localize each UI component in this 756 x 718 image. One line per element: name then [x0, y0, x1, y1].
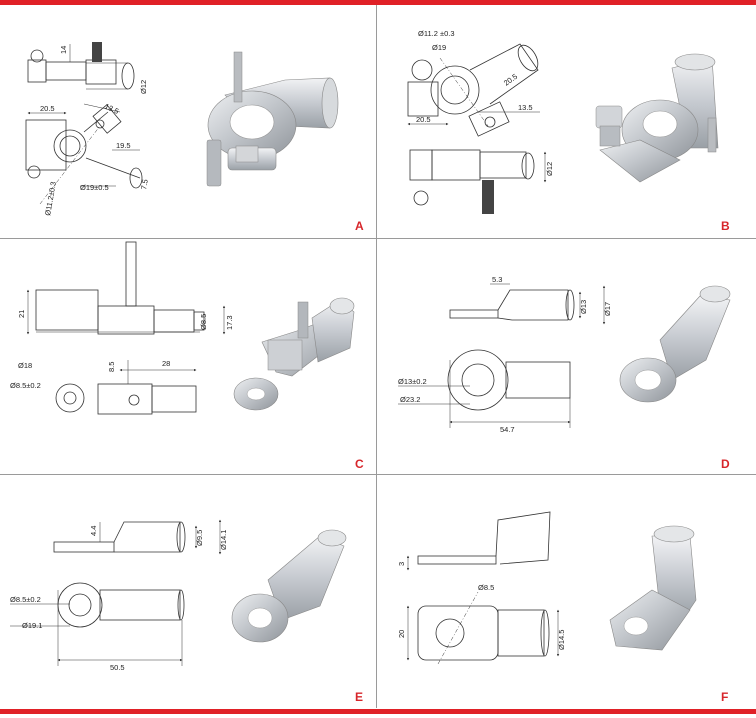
dim-a-3: 20.5	[40, 104, 55, 113]
dim-d-6: 54.7	[500, 425, 515, 434]
panel-c-drawing	[26, 241, 226, 415]
panel-f-drawing	[406, 511, 560, 665]
panel-c-letter: C	[355, 457, 364, 471]
dim-e-2: Ø9.5	[195, 530, 204, 546]
dim-c-3: 17.3	[225, 315, 234, 330]
dimension-labels: 14 Ø12 20.5 13.5 19.5 7.5 Ø19±0.5 Ø11.2±…	[10, 29, 612, 672]
dim-a-7: Ø19±0.5	[80, 183, 109, 192]
dim-b-6: Ø12	[545, 162, 554, 176]
dim-c-4: Ø18	[18, 361, 32, 370]
panel-e-photo	[231, 529, 347, 643]
dim-c-7: 28	[162, 359, 170, 368]
panel-c-photo	[233, 297, 355, 411]
dim-c-1: 21	[17, 310, 26, 318]
panel-b-letter: B	[721, 219, 730, 233]
dim-d-4: Ø13±0.2	[398, 377, 427, 386]
dim-a-5: 19.5	[116, 141, 131, 150]
dim-e-5: Ø19.1	[22, 621, 42, 630]
panel-f-letter: F	[721, 690, 729, 704]
panel-d-letter: D	[721, 457, 730, 471]
panel-a-drawing	[25, 42, 143, 205]
dim-b-1: Ø11.2 ±0.3	[418, 29, 455, 38]
dim-e-4: Ø8.5±0.2	[10, 595, 41, 604]
dim-f-1: 3	[397, 562, 406, 566]
dim-c-6: 8.5	[107, 362, 116, 372]
panel-d-drawing	[398, 283, 606, 428]
dim-f-2: Ø8.5	[478, 583, 494, 592]
row-divider-2	[0, 474, 756, 475]
bottom-red-line	[0, 709, 756, 714]
dim-a-6: 7.5	[139, 179, 150, 191]
panel-e-letter: E	[355, 690, 364, 704]
row-divider-1	[0, 238, 756, 239]
dim-d-5: Ø23.2	[400, 395, 420, 404]
dim-e-6: 50.5	[110, 663, 125, 672]
dim-a-2: Ø12	[139, 80, 148, 94]
dim-a-8: Ø11.2±0.3	[43, 181, 58, 216]
dim-f-3: 20	[397, 630, 406, 638]
panel-d-photo	[619, 285, 731, 403]
dim-c-2: Ø8.5	[199, 314, 208, 330]
dim-b-5: 13.5	[518, 103, 533, 112]
dim-a-1: 14	[59, 46, 68, 54]
top-red-line	[0, 0, 756, 5]
panel-e-drawing	[10, 519, 222, 666]
dim-b-2: Ø19	[432, 43, 446, 52]
dim-e-3: Ø14.1	[219, 530, 228, 550]
dim-d-3: Ø17	[603, 302, 612, 316]
panel-b-photo	[595, 53, 719, 183]
dim-d-1: 5.3	[492, 275, 502, 284]
dim-e-1: 4.4	[89, 526, 98, 536]
dim-c-5: Ø8.5±0.2	[10, 381, 41, 390]
panel-a-letter: A	[355, 219, 364, 233]
panel-f-photo	[609, 525, 697, 651]
panel-b-drawing	[407, 43, 547, 214]
dim-d-2: Ø13	[579, 300, 588, 314]
dim-b-4: 20.5	[416, 115, 431, 124]
panel-a-photo	[206, 51, 339, 187]
dim-f-4: Ø14.5	[557, 630, 566, 650]
vertical-divider	[376, 5, 377, 708]
